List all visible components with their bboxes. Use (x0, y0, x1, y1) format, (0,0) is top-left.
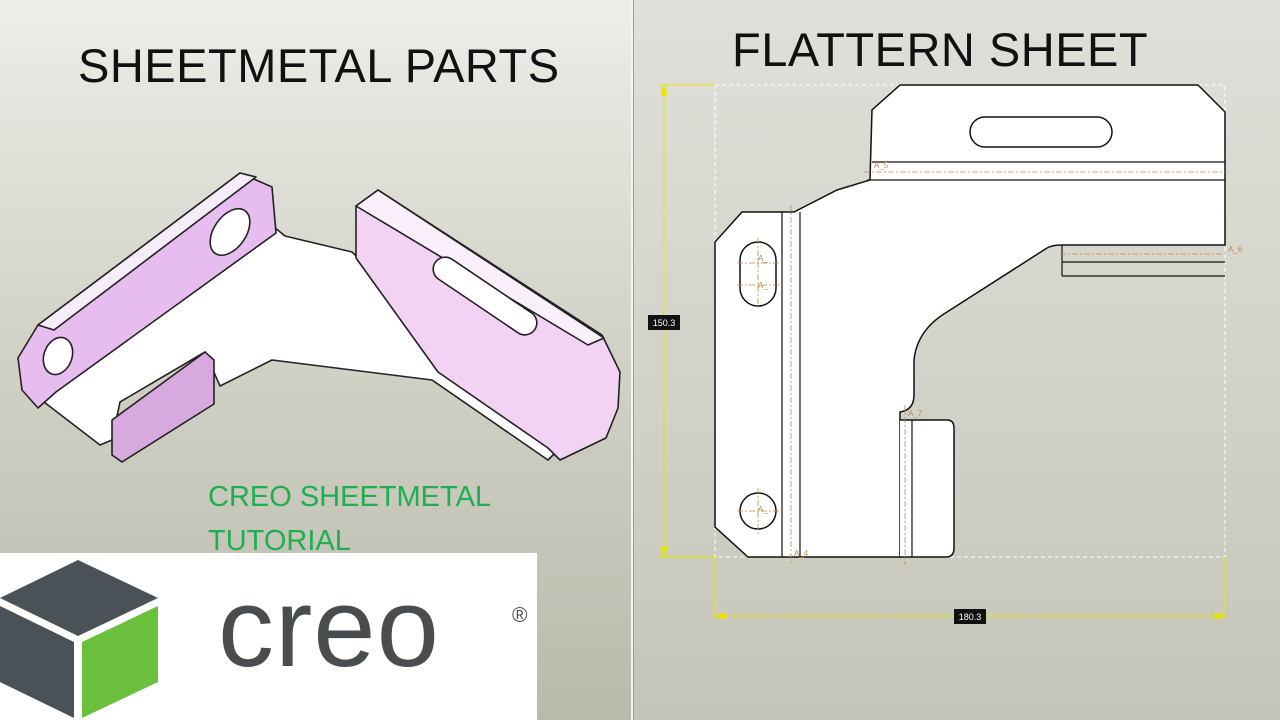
flat-pattern-drawing: A_5 A_6 A_7 A_4 A_ A_ A_ 150.3 180.3 (648, 83, 1243, 624)
sheetmetal-part-3d-render (17, 172, 621, 463)
axis-label-a2: A_ (758, 281, 768, 290)
flat-lower-tab (900, 419, 955, 558)
axis-label-a5: A_5 (874, 161, 889, 170)
part-hole-round (42, 336, 74, 376)
axis-label-a3: A_ (758, 505, 768, 514)
part-right-flange (355, 189, 621, 461)
right-panel: FLATTERN SHEET A_ (631, 0, 1280, 720)
flat-slot (969, 116, 1113, 148)
dim-height-label: 150.3 (653, 318, 676, 328)
axis-label-a7: A_7 (908, 409, 923, 418)
dim-height-box (648, 315, 680, 330)
flat-sheet-outline (714, 84, 1226, 558)
axis-label-a1: A_ (758, 254, 768, 263)
part-slot (432, 256, 538, 336)
creo-logo-banner (0, 553, 537, 720)
axis-label-a4: A_4 (794, 549, 809, 558)
axis-label-a6: A_6 (1228, 245, 1243, 254)
creo-cube-icon (0, 560, 158, 718)
dim-width-box (954, 609, 986, 624)
sheetmetal-parts-title: SHEETMETAL PARTS (78, 39, 560, 92)
tutorial-line-1: CREO SHEETMETAL (208, 481, 492, 513)
tutorial-caption: CREO SHEETMETAL TUTORIAL (208, 475, 538, 563)
left-panel: SHEETMETAL PARTS CREO SHEETMETAL TUTORIA… (0, 0, 628, 720)
creo-wordmark: creo (218, 565, 440, 690)
flattern-sheet-title: FLATTERN SHEET (732, 23, 1149, 76)
registered-mark: ® (512, 604, 528, 627)
dim-width-label: 180.3 (959, 612, 982, 622)
tutorial-line-2: TUTORIAL (208, 525, 351, 557)
part-hole-oval (209, 208, 251, 256)
part-front-lip (111, 351, 215, 463)
